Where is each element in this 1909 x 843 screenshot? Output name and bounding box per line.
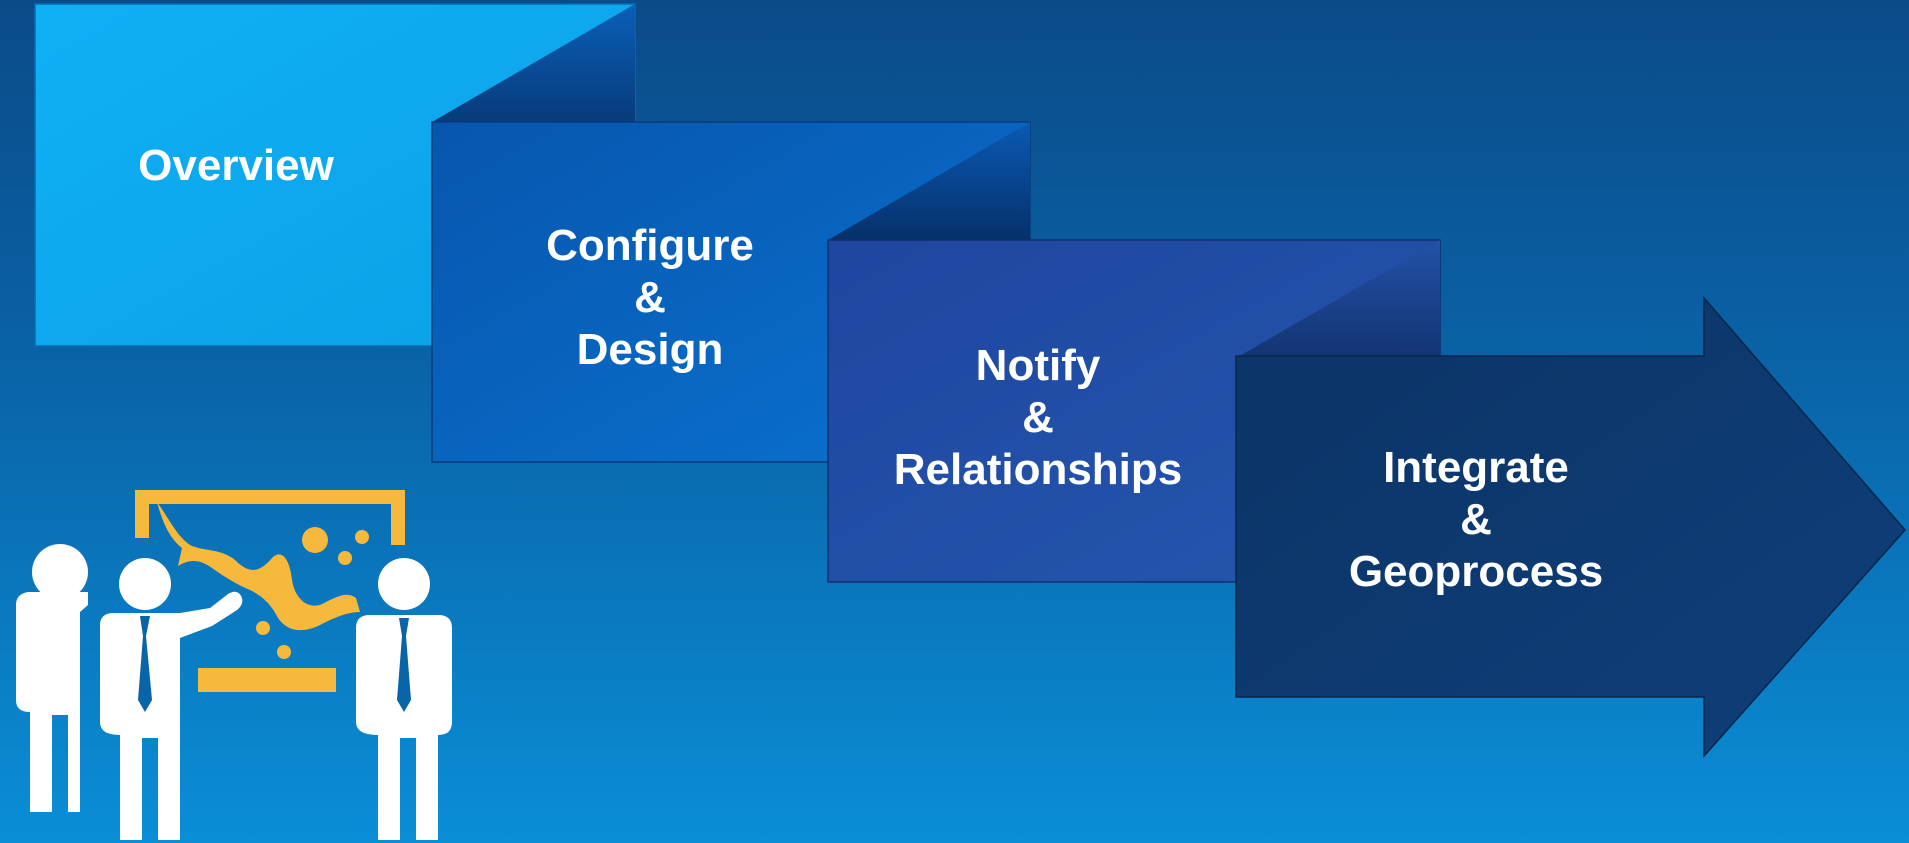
team-presentation-map-icon — [16, 490, 452, 840]
step-overview-fold — [432, 4, 635, 122]
step-configure-subtitle: Design — [576, 325, 724, 374]
step-overview-title: Overview — [138, 141, 334, 190]
step-integrate-subtitle: Geoprocess — [1348, 547, 1604, 596]
step-overview-label: Overview — [86, 140, 386, 192]
step-notify-fold — [1236, 240, 1440, 358]
step-notify-label: Notify & Relationships — [888, 340, 1188, 496]
step-configure-fold — [828, 122, 1030, 240]
step-notify-subtitle: Relationships — [893, 445, 1183, 494]
step-integrate-title: Integrate — [1383, 443, 1569, 492]
step-configure-ampersand: & — [634, 273, 666, 322]
step-notify-ampersand: & — [1022, 393, 1054, 442]
step-integrate-ampersand: & — [1460, 495, 1492, 544]
step-integrate-arrow — [1235, 295, 1906, 758]
step-configure-label: Configure & Design — [500, 220, 800, 376]
step-integrate-label: Integrate & Geoprocess — [1326, 442, 1626, 598]
step-notify-title: Notify — [975, 341, 1101, 390]
step-configure-title: Configure — [546, 221, 754, 270]
